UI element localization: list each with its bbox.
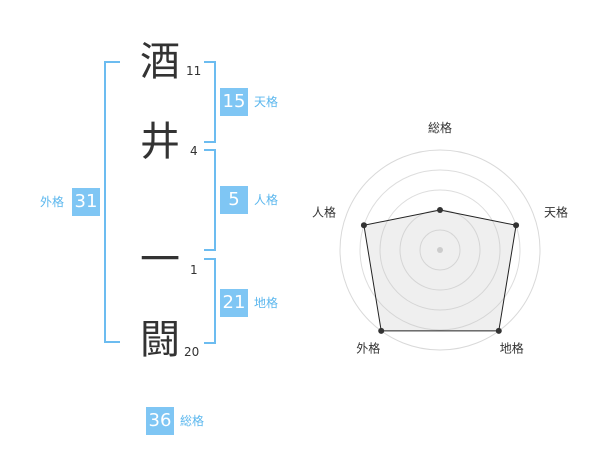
jinkaku-value-box: 5	[220, 186, 248, 214]
radar-axis-label-0: 総格	[428, 120, 452, 135]
name-char-2: 井	[140, 119, 180, 165]
chikaku-bracket	[204, 258, 216, 344]
radar-center-dot	[437, 247, 443, 253]
soukaku-label: 総格	[180, 414, 205, 428]
name-char-3: 一	[140, 237, 180, 283]
radar-axis-label-4: 人格	[312, 204, 336, 219]
chikaku-label: 地格	[254, 296, 279, 310]
gaikaku-label: 外格	[40, 195, 65, 209]
soukaku-value-box: 36	[146, 407, 174, 435]
tenkaku-value-box: 15	[220, 88, 248, 116]
name-char-1: 酒	[140, 39, 180, 85]
tenkaku-bracket	[204, 61, 216, 143]
radar-point-4	[360, 222, 367, 229]
radar-series-polygon	[363, 209, 517, 332]
stroke-count-2: 4	[190, 144, 198, 158]
radar-point-2	[495, 327, 502, 334]
stroke-count-4: 20	[184, 345, 200, 359]
gaikaku-value-box: 31	[72, 188, 100, 216]
radar-axis-label-2: 地格	[500, 341, 524, 356]
name-char-4: 闘	[140, 317, 180, 363]
radar-point-3	[378, 327, 385, 334]
radar-ring	[419, 229, 461, 271]
radar-axis-label-3: 外格	[356, 341, 380, 356]
tenkaku-label: 天格	[254, 95, 279, 109]
jinkaku-bracket	[204, 149, 216, 251]
radar-ring	[359, 169, 521, 331]
stroke-count-3: 1	[190, 263, 198, 277]
radar-point-0	[437, 207, 443, 213]
chikaku-value-box: 21	[220, 289, 248, 317]
radar-ring	[379, 189, 501, 311]
jinkaku-label: 人格	[254, 193, 279, 207]
stroke-count-1: 11	[186, 64, 202, 78]
gaikaku-bracket	[104, 61, 120, 343]
radar-series	[360, 207, 520, 334]
radar-point-1	[513, 222, 520, 229]
radar-axis-label-1: 天格	[544, 204, 568, 219]
